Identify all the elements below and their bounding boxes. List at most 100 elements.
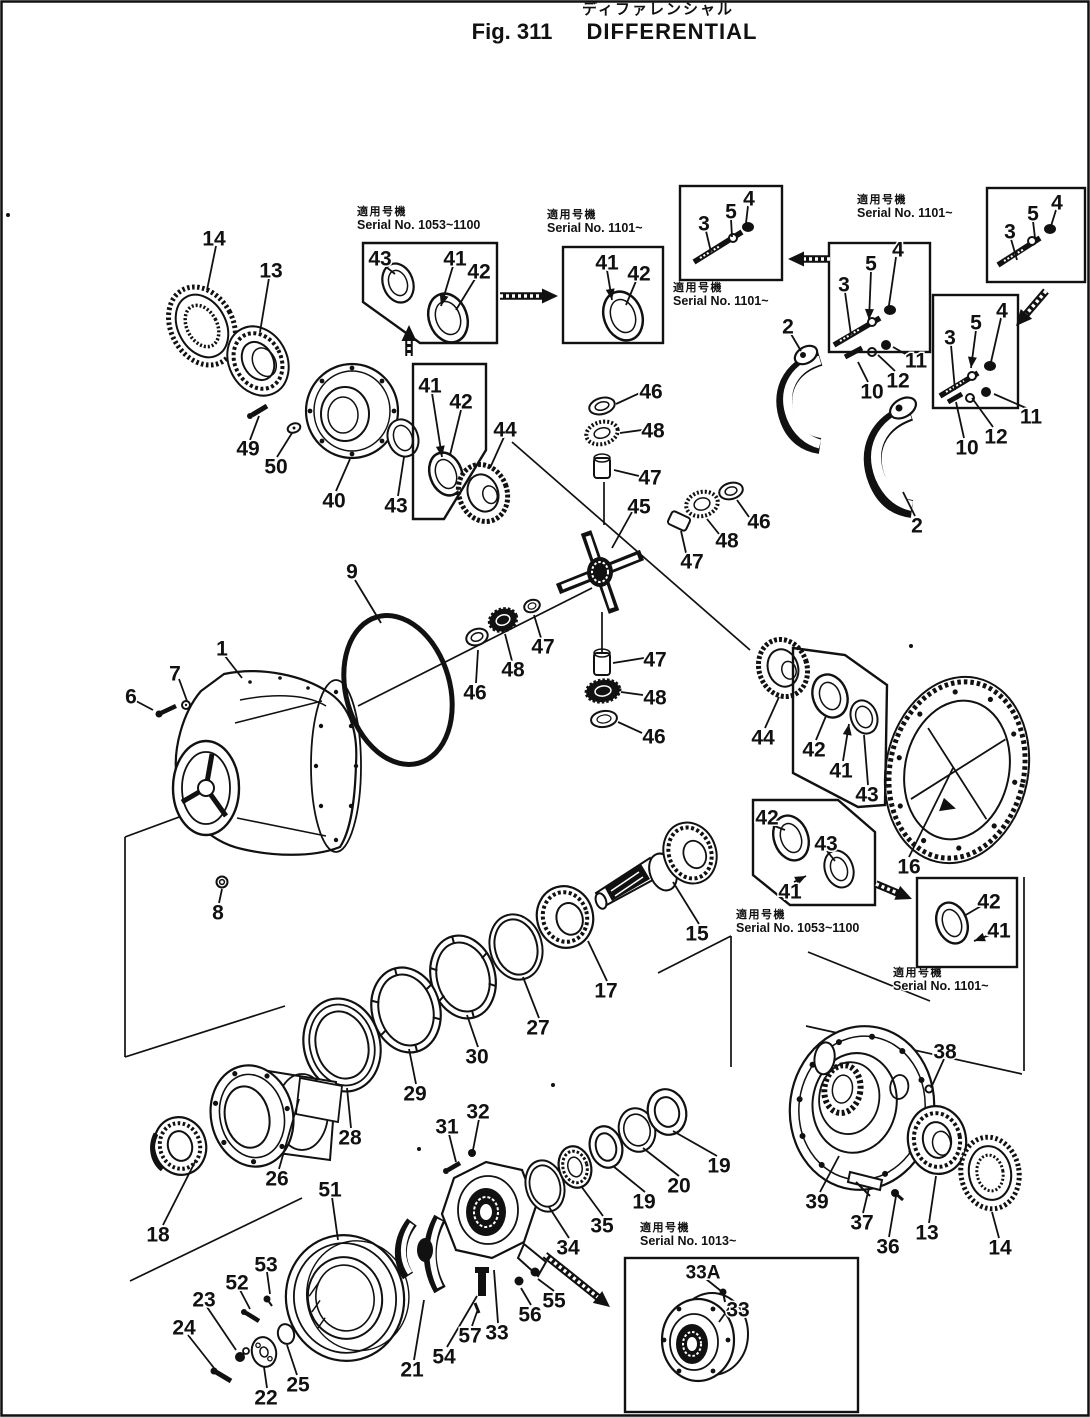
serial-note-range: Serial No. 1101~ [857,206,953,220]
part-number-label: 10 [860,381,883,404]
leader-line [990,317,1002,363]
leader-line [504,633,513,662]
leader-line [887,256,897,313]
part-case-40 [304,362,400,460]
leader-line [790,333,802,352]
part-washer-47-mid [523,598,541,614]
part-number-label: 41 [595,252,619,275]
part-gear-48-top [584,419,620,447]
part-cup-43 [386,418,420,458]
leader-line [611,511,633,549]
figure-title-ja: ディファレンシャル [582,0,734,18]
part-ring-30 [429,934,497,1020]
replacement-arrow-hatch [875,882,902,897]
part-number-label: 48 [715,530,739,553]
part-number-label: 4 [743,188,755,211]
leader-line [346,1087,352,1129]
leader-line [187,1334,215,1369]
part-number-label: 37 [850,1212,873,1235]
leader-line [705,230,712,253]
part-ring-gear-16 [883,675,1031,865]
part-housing-1 [171,670,362,856]
part-number-label: 42 [449,391,472,414]
part-washer-46-top [588,396,616,416]
part-number-label: 5 [970,312,982,335]
part-number-label: 51 [318,1179,342,1202]
leader-line [771,824,786,831]
part-washer-55 [530,1267,540,1277]
part-number-label: 39 [805,1191,828,1214]
part-drum-51 [284,1234,410,1362]
leader-line [815,715,827,741]
part-number-label: 48 [641,420,665,443]
leader-lines [135,205,1057,1389]
part-number-label: 34 [556,1237,580,1260]
part-bolt-set-box4 [832,305,896,348]
leader-line [862,1187,870,1214]
part-number-label: 2 [911,515,923,538]
part-bevel-gear-44-left [455,462,511,524]
part-pin-10-right-set [946,387,991,405]
part-bolt-32 [468,1149,476,1157]
arrowhead [788,251,804,267]
part-number-label: 28 [338,1127,362,1150]
exploded-parts-drawing [150,222,1056,1384]
leader-line [642,1147,680,1177]
part-pinion-15 [594,821,718,910]
callout-box [678,184,784,282]
part-number-label: 6 [125,686,137,709]
callout-box [561,245,665,345]
callout-box [411,362,488,521]
part-number-label: 3 [698,213,710,236]
part-number-label: 48 [643,687,667,710]
leader-line [971,397,994,428]
leader-line [224,655,243,679]
leader-line [520,1287,532,1306]
part-gear-48-axle [487,607,519,633]
part-fork-2-left [776,344,823,454]
leader-line [680,530,687,554]
part-number-label: 41 [778,881,802,904]
part-ring-25 [276,1323,296,1345]
serial-note-ja: 適用号機 [640,1220,690,1234]
part-number-label: 10 [955,437,978,460]
callout-boxes [361,184,1087,1414]
leader-line [276,432,293,458]
part-plate-22 [250,1336,278,1368]
part-ring-42-boxC [934,901,970,945]
leader-line [537,1278,555,1292]
leader-line [135,700,154,711]
part-number-label: 32 [466,1101,489,1124]
part-ring-42-boxB [771,814,811,862]
speck [6,213,10,217]
callout-box [623,1256,860,1414]
part-number-label: 44 [493,419,517,442]
part-number-label: 2 [782,316,794,339]
part-number-label: 42 [977,891,1000,914]
arrowhead [592,1291,610,1307]
leader-line [218,888,223,904]
leader-line [455,278,476,311]
leader-line [239,1289,251,1310]
leader-line [335,458,351,492]
part-bearing-13-bottom [906,1105,968,1175]
part-number-label: 19 [707,1155,730,1178]
leader-line [466,1014,479,1048]
leader-line [263,1366,268,1389]
leader-line [449,409,462,456]
leader-line [617,721,643,734]
construction-line [807,951,931,1002]
leader-line [397,456,405,497]
part-number-label: 17 [594,980,617,1003]
leader-line [472,1118,480,1151]
arrowhead [605,288,615,300]
part-number-label: 42 [467,261,490,284]
part-gear-48-right [684,489,720,519]
leader-line [993,393,1027,409]
leader-line [612,1165,646,1193]
leader-line [819,1155,840,1193]
serial-note-ja: 適用号機 [547,207,597,221]
